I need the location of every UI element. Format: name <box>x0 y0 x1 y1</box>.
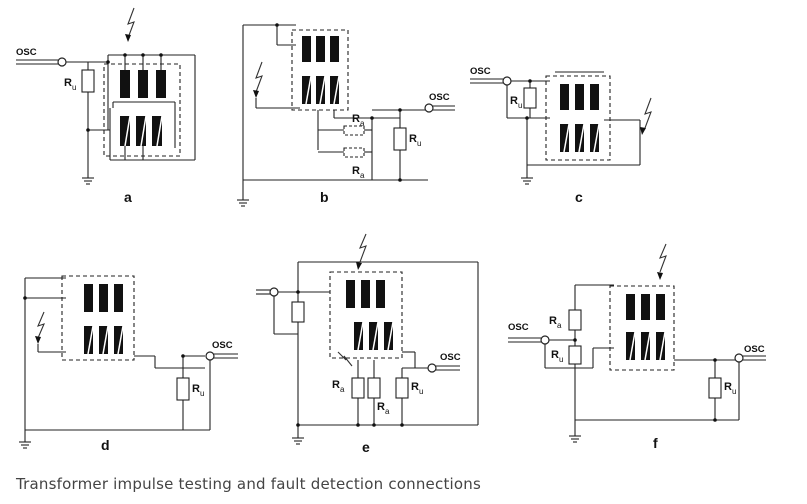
osc-label-a: OSC <box>16 47 37 58</box>
resistor-ru-d <box>176 377 190 401</box>
osc-label-e: OSC <box>440 352 461 363</box>
resistor-ru-a <box>81 69 95 93</box>
ra-label-e-2: R <box>377 401 385 413</box>
resistor-ru-c <box>523 87 537 109</box>
panel-d: R u OSC d <box>19 275 238 453</box>
panel-e: R a R a R u OSC e <box>256 233 479 455</box>
svg-text:u: u <box>417 139 421 148</box>
ru-label-f-right: R <box>724 381 732 393</box>
svg-text:a: a <box>340 385 345 394</box>
panel-label-d: d <box>101 437 110 453</box>
panel-b: R a R a R u OSC b <box>237 23 455 207</box>
panel-a: OSC R u <box>16 7 196 205</box>
circuit-diagram-figure: OSC R u <box>16 7 766 455</box>
transformer-box-d <box>61 275 135 361</box>
osc-terminal-d <box>205 351 215 361</box>
resistor-ra-b-bottom <box>343 147 365 158</box>
ru-label-d: R <box>192 383 200 395</box>
resistor-ra-b-top <box>343 125 365 136</box>
ra-label-e-1: R <box>332 379 340 391</box>
svg-text:a: a <box>360 119 365 128</box>
ru-label-e: R <box>411 381 419 393</box>
osc-label-c: OSC <box>470 66 491 77</box>
resistor-ru-f-left <box>568 345 582 365</box>
ra-label-f: R <box>549 315 557 327</box>
ru-label-c: R <box>510 95 518 107</box>
impulse-arrow-e <box>337 351 353 367</box>
osc-terminal-f-left <box>540 335 550 345</box>
resistor-ra-e-1 <box>351 377 365 399</box>
osc-label-f-right: OSC <box>744 344 765 355</box>
impulse-bolt-d <box>37 311 45 339</box>
svg-text:u: u <box>732 387 736 396</box>
impulse-bolt-e <box>359 233 367 263</box>
resistor-ru-e <box>395 377 409 399</box>
resistor-ra-e-2 <box>367 377 381 399</box>
osc-label-f: OSC <box>508 322 529 333</box>
impulse-bolt-f <box>659 243 667 273</box>
osc-terminal-c <box>502 76 512 86</box>
osc-terminal-e-left <box>269 287 279 297</box>
ru-label-b: R <box>409 133 417 145</box>
svg-text:u: u <box>200 389 204 398</box>
panel-label-f: f <box>653 435 658 451</box>
svg-text:a: a <box>557 321 562 330</box>
osc-terminal-b <box>424 103 434 113</box>
resistor-ru-b <box>393 127 407 151</box>
svg-text:a: a <box>360 171 365 180</box>
impulse-bolt-c <box>644 97 652 129</box>
figure-caption: Transformer impulse testing and fault de… <box>16 475 481 493</box>
panel-c: OSC R u c <box>470 66 652 205</box>
svg-text:u: u <box>559 355 563 364</box>
osc-terminal-e-right <box>427 363 437 373</box>
circuit-diagram-svg: OSC R u <box>16 7 766 455</box>
transformer-box-a <box>103 63 181 157</box>
panel-f: OSC R a R u R u <box>508 243 766 451</box>
ru-label-a: R <box>64 77 72 89</box>
svg-text:u: u <box>518 101 522 110</box>
panel-label-c: c <box>575 189 583 205</box>
transformer-box-e <box>329 271 403 359</box>
osc-label-d: OSC <box>212 340 233 351</box>
impulse-bolt-a <box>127 7 135 39</box>
ra-label-b-bottom: R <box>352 165 360 177</box>
resistor-e-left <box>291 301 305 323</box>
transformer-box-f <box>609 285 675 371</box>
osc-terminal-a <box>57 57 67 67</box>
resistor-ra-f <box>568 309 582 331</box>
osc-label-b: OSC <box>429 92 450 103</box>
transformer-box-c <box>545 75 611 161</box>
impulse-bolt-b <box>255 61 263 93</box>
resistor-ru-f-right <box>708 377 722 399</box>
ru-label-f-left: R <box>551 349 559 361</box>
panel-label-b: b <box>320 189 329 205</box>
panel-label-e: e <box>362 439 370 455</box>
svg-text:u: u <box>419 387 423 396</box>
transformer-box-b <box>291 29 349 111</box>
panel-label-a: a <box>124 189 132 205</box>
svg-text:u: u <box>72 83 76 92</box>
osc-terminal-f-right <box>734 353 744 363</box>
ra-label-b-top: R <box>352 113 360 125</box>
svg-text:a: a <box>385 407 390 416</box>
